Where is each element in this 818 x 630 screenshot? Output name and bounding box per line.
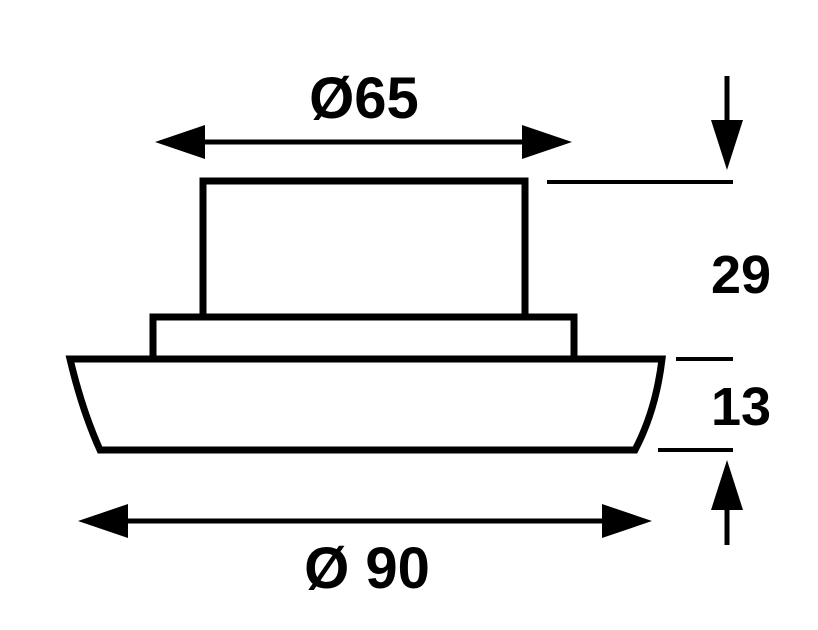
height-arrow-top-head <box>711 120 743 170</box>
top-diameter-label: Ø65 <box>309 66 419 131</box>
middle-collar <box>149 313 578 363</box>
base-diameter-label: Ø 90 <box>304 536 430 601</box>
base-diameter-arrow-left <box>78 504 128 538</box>
top-diameter-arrow-right <box>522 125 572 159</box>
top-cylinder <box>199 177 529 321</box>
base-flange <box>65 355 666 454</box>
base-diameter-arrow-right <box>602 504 652 538</box>
base-height-label: 13 <box>711 377 771 437</box>
top-diameter-arrow-left <box>155 125 205 159</box>
upper-height-label: 29 <box>711 245 771 305</box>
height-arrow-bottom-head <box>711 460 743 510</box>
